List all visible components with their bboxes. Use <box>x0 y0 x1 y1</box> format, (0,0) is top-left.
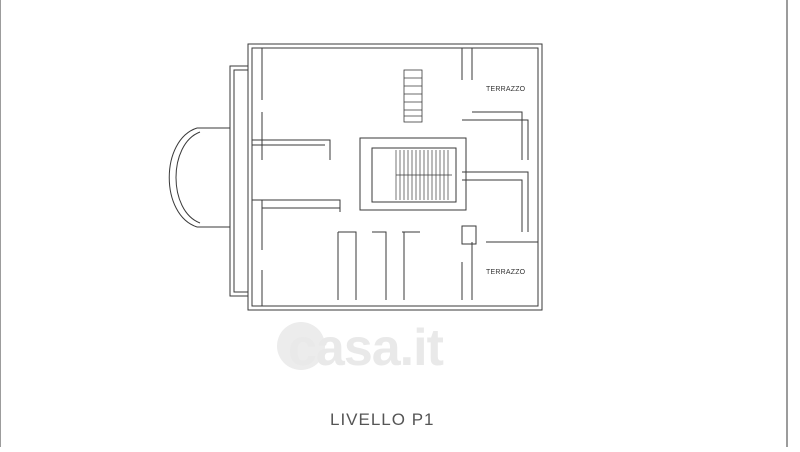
outer-wall <box>247 43 543 311</box>
watermark-logo-icon <box>277 322 325 370</box>
partition-center-a <box>338 231 357 300</box>
room-label-terrazzo-upper: TERRAZZO <box>486 86 526 93</box>
partition-right-mid <box>462 171 529 232</box>
partition-center-b <box>372 231 387 300</box>
bay-window-arc <box>168 127 198 228</box>
room-label-terrazzo-lower: TERRAZZO <box>486 269 526 276</box>
stairs-top <box>403 69 423 123</box>
stair-core <box>359 137 467 211</box>
outer-wall-inner <box>251 47 539 307</box>
partition-right-upper <box>472 111 523 160</box>
watermark-text: casa.it <box>288 319 444 377</box>
closet <box>461 225 477 245</box>
left-annex-wall <box>229 65 248 297</box>
partition-left-upper <box>252 139 331 150</box>
level-title: LIVELLO P1 <box>330 410 435 429</box>
partition-left-mid <box>252 199 341 212</box>
stairs-core <box>395 150 452 200</box>
